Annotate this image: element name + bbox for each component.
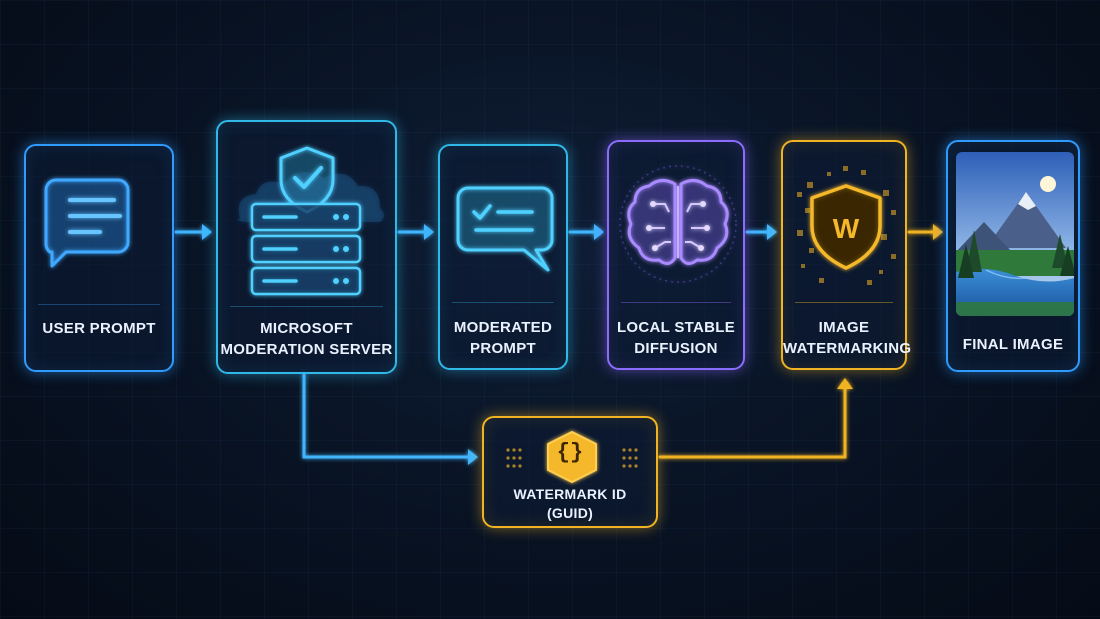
checklist-bubble-icon [456, 186, 554, 272]
shield-server-icon [237, 146, 384, 296]
watermark-shield-icon: W [797, 166, 896, 285]
arrow-diffusion-to-watermarking [745, 224, 777, 240]
node-divider [621, 302, 731, 303]
arrow-moderated-to-diffusion [568, 224, 604, 240]
node-final-image[interactable]: FINAL IMAGE [946, 140, 1080, 372]
arrow-user-to-moderation [174, 224, 212, 240]
watermark-w-glyph: W [833, 213, 860, 244]
node-label: LOCAL STABLE DIFFUSION [616, 319, 736, 357]
node-label: WATERMARK ID (GUID) [513, 486, 627, 521]
landscape-image [956, 152, 1074, 316]
node-stable-diffusion[interactable]: LOCAL STABLE DIFFUSION [607, 140, 745, 370]
node-divider [38, 304, 160, 305]
node-label: MICROSOFT MODERATION SERVER [220, 320, 393, 358]
node-divider [795, 302, 893, 303]
code-braces-icon [506, 431, 638, 483]
node-label: MODERATED PROMPT [453, 319, 553, 357]
node-moderation-server[interactable]: MICROSOFT MODERATION SERVER [216, 120, 397, 374]
node-divider [230, 306, 383, 307]
arrow-watermarking-to-final [907, 224, 943, 240]
code-braces-glyph: {} [556, 440, 584, 465]
node-image-watermarking[interactable]: W IMAGE WATERMARKING [781, 140, 912, 370]
node-watermark-id[interactable]: {} WATERMARK ID (GUID) [482, 416, 658, 528]
brain-circuit-icon [619, 165, 737, 283]
node-user-prompt[interactable]: USER PROMPT [24, 144, 174, 372]
node-moderated-prompt[interactable]: MODERATED PROMPT [438, 144, 568, 370]
node-label: FINAL IMAGE [962, 336, 1064, 353]
arrow-moderation-to-moderated [397, 224, 434, 240]
arrow-moderation-to-watermark-id [302, 372, 478, 465]
arrow-watermark-id-to-watermarking [658, 378, 853, 459]
chat-bubble-icon [44, 178, 130, 268]
node-label: USER PROMPT [42, 320, 156, 337]
node-label: IMAGE WATERMARKING [783, 319, 912, 357]
node-divider [452, 302, 554, 303]
